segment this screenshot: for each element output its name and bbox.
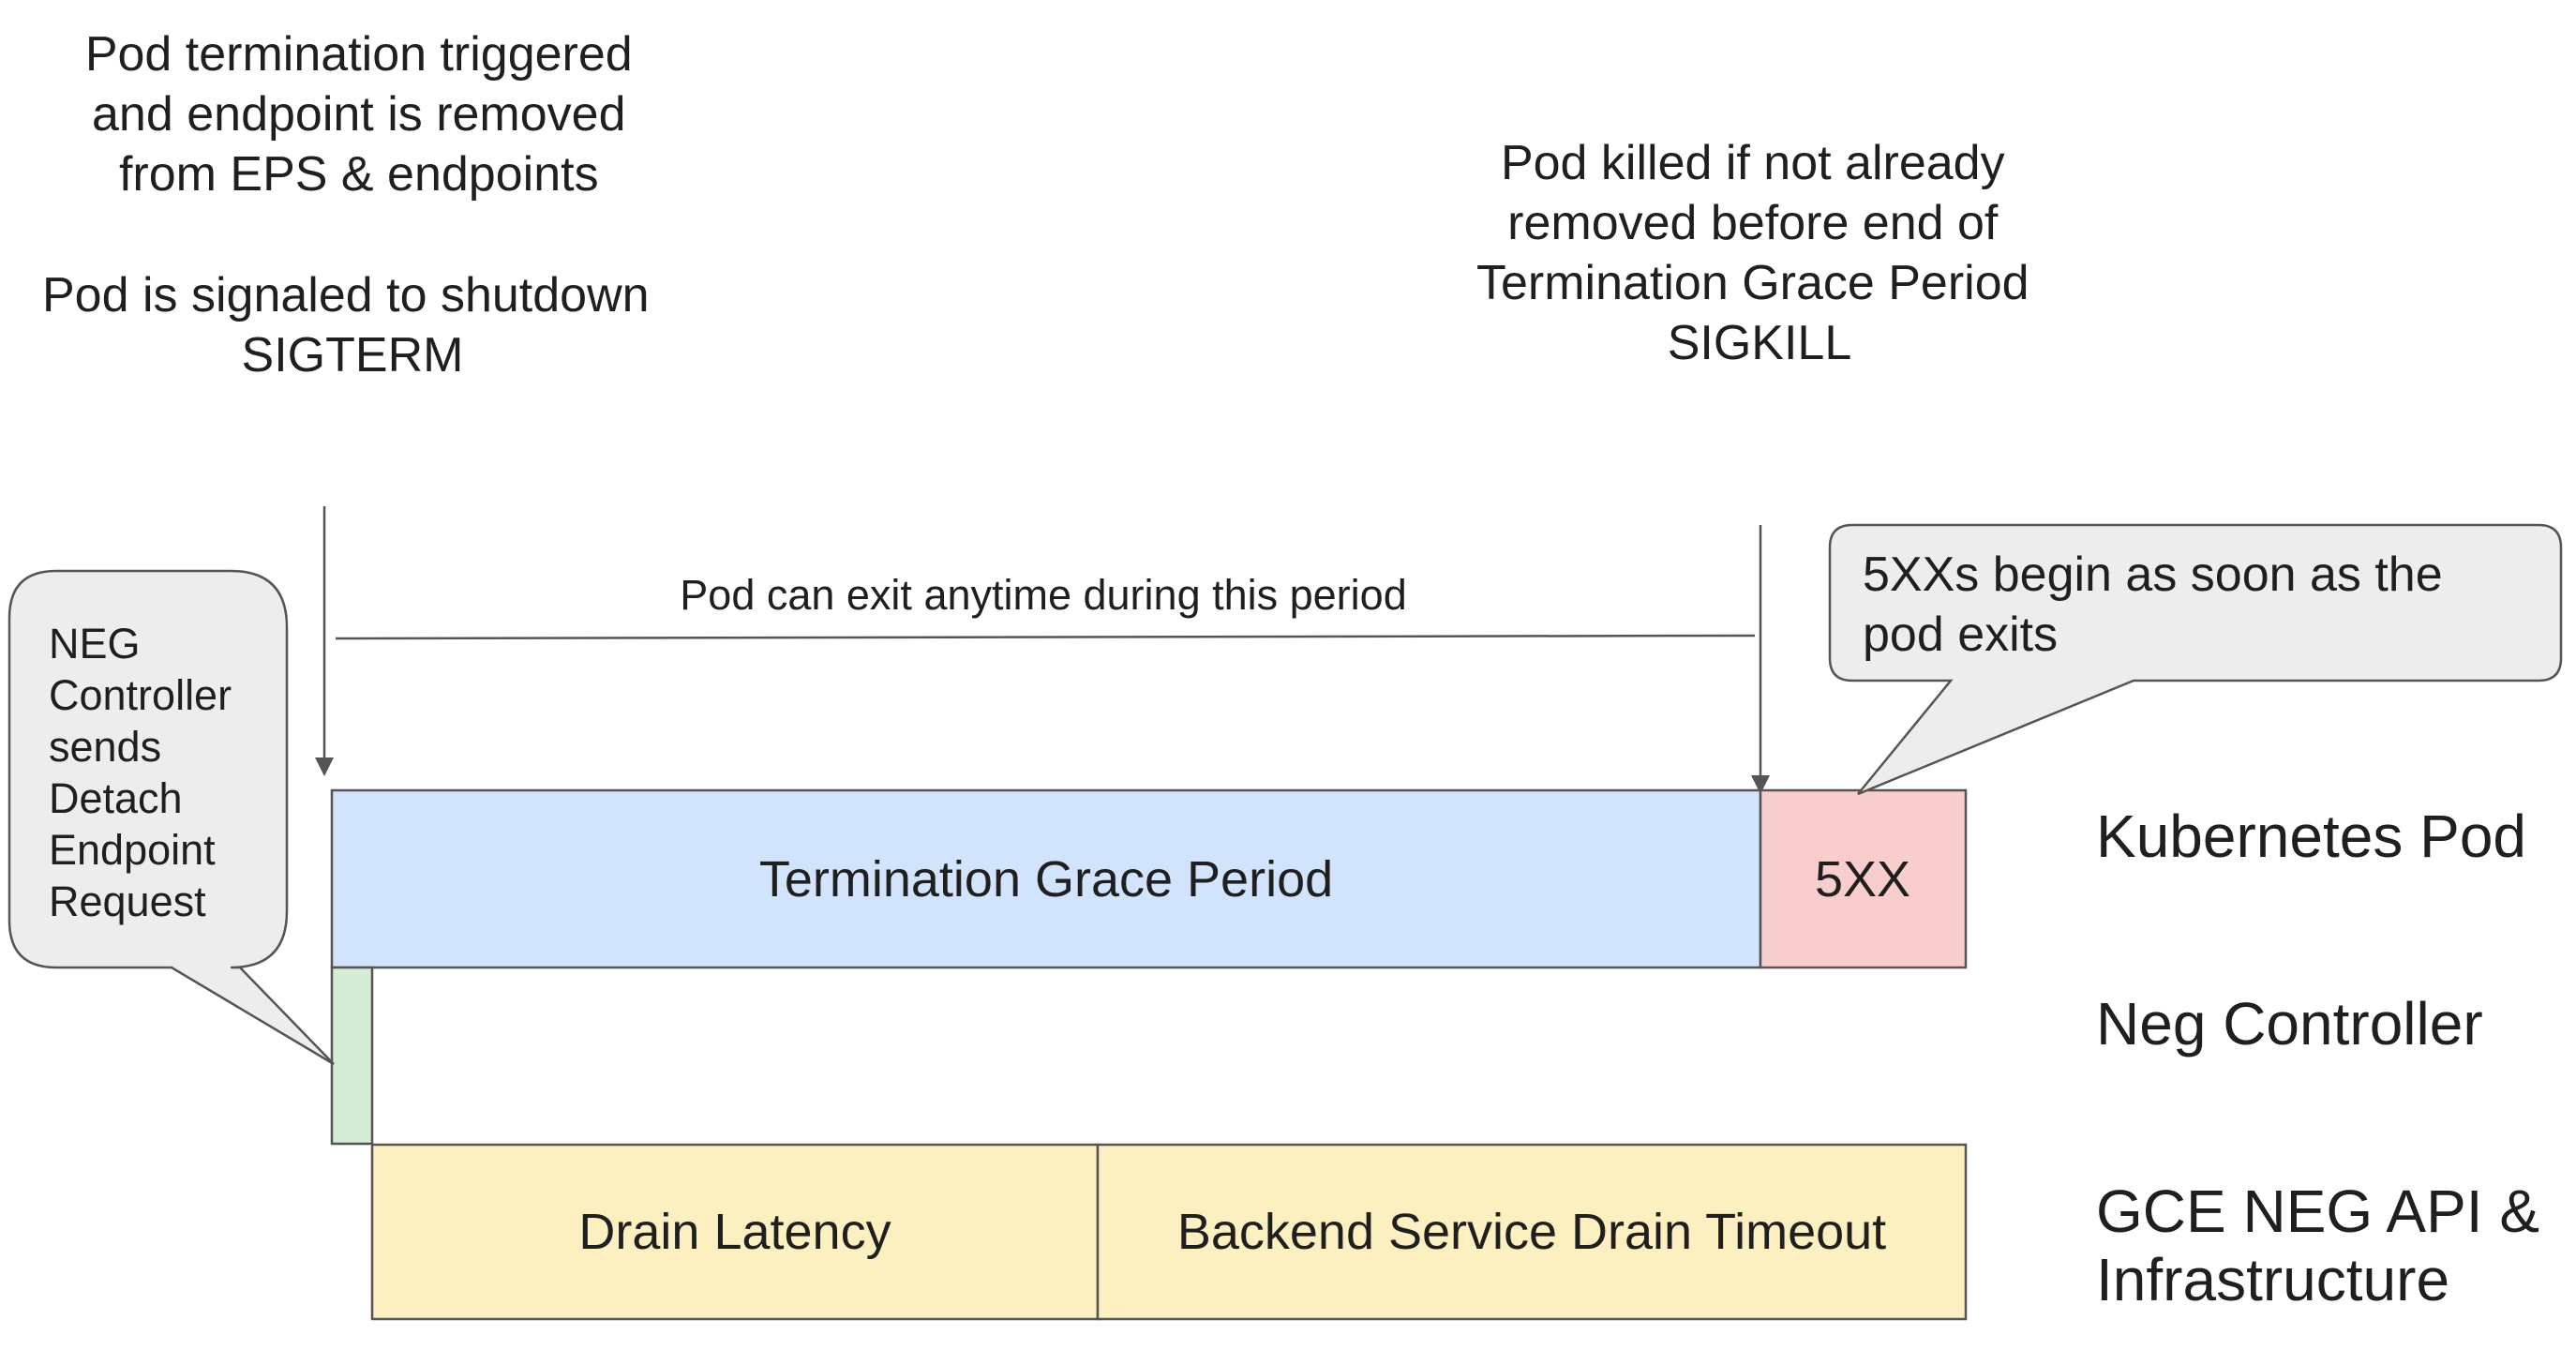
five-xx-callout-text: 5XXs begin as soon as the pod exits [1863, 548, 2456, 662]
row-label-neg-controller: Neg Controller [2096, 990, 2483, 1058]
sigterm-line-2: and endpoint is removed [92, 87, 626, 142]
row-label-gce-line-1: GCE NEG API & [2096, 1178, 2539, 1245]
neg-callout-line-5: Endpoint [49, 826, 216, 874]
neg-callout-line-2: Controller [49, 671, 232, 719]
neg-callout-line-1: NEG [49, 620, 141, 668]
sigterm-line-1: Pod termination triggered [85, 27, 633, 82]
neg-callout-line-6: Request [49, 878, 206, 925]
drain-latency-label: Drain Latency [578, 1204, 891, 1260]
neg-callout-line-3: sends [49, 723, 161, 771]
neg-callout-line-4: Detach [49, 774, 183, 822]
five-xx-callout-line-1: 5XXs begin as soon as the [1863, 548, 2443, 602]
exit-period-line [335, 634, 1756, 640]
backend-drain-timeout-bar [1096, 1143, 1968, 1321]
sigkill-annotation: Pod killed if not already removed before… [1476, 136, 2043, 370]
sigterm-annotation: Pod termination triggered and endpoint i… [42, 27, 663, 382]
neg-controller-callout [7, 569, 335, 1066]
neg-controller-callout-text: NEG Controller sends Detach Endpoint Req… [49, 620, 244, 925]
row-label-gce-neg-api: GCE NEG API & Infrastructure [2096, 1178, 2556, 1313]
sigterm-line-5: Pod is signaled to shutdown [42, 268, 650, 322]
exit-period-label: Pod can exit anytime during this period [680, 571, 1406, 619]
five-xx-label: 5XX [1815, 851, 1910, 908]
neg-controller-bar [330, 966, 374, 1146]
row-label-gce-line-2: Infrastructure [2096, 1246, 2449, 1313]
sigterm-line-6: SIGTERM [242, 328, 464, 382]
five-xx-callout [1828, 523, 2563, 796]
drain-latency-bar [370, 1143, 1100, 1321]
termination-grace-period-bar [330, 788, 1762, 969]
sigkill-line-1: Pod killed if not already [1501, 136, 2005, 190]
row-label-kubernetes-pod: Kubernetes Pod [2096, 802, 2526, 870]
sigterm-line-3: from EPS & endpoints [119, 147, 599, 202]
backend-drain-timeout-label: Backend Service Drain Timeout [1177, 1204, 1886, 1260]
five-xx-callout-line-2: pod exits [1863, 608, 2058, 662]
termination-grace-period-label: Termination Grace Period [759, 851, 1333, 908]
sigkill-line-4: SIGKILL [1668, 316, 1852, 370]
sigkill-line-2: removed before end of [1507, 196, 1999, 250]
sigkill-line-3: Termination Grace Period [1476, 256, 2029, 310]
